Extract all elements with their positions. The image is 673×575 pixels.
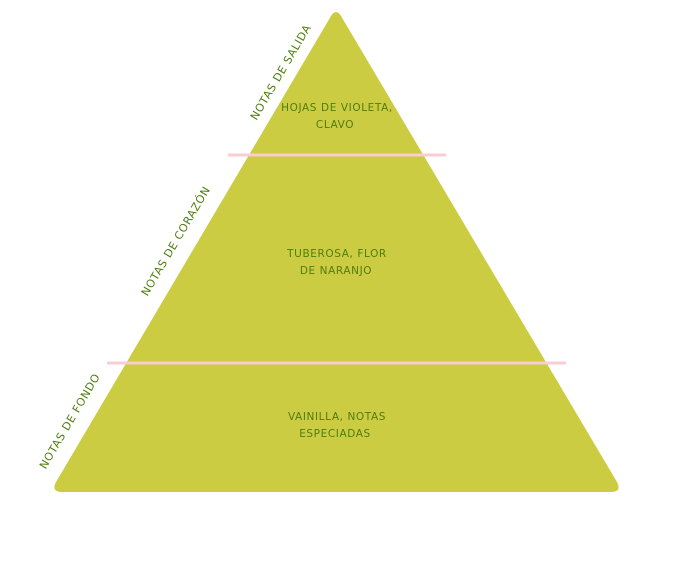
tier-top-line2: CLAVO xyxy=(316,119,354,131)
tier-middle-line1: TUBEROSA, FLOR xyxy=(286,248,387,260)
tier-bottom-line2: ESPECIADAS xyxy=(299,428,371,440)
tier-bottom-line1: VAINILLA, NOTAS xyxy=(288,411,386,423)
tier-top-notes: HOJAS DE VIOLETA, CLAVO xyxy=(281,102,393,131)
pyramid-shape xyxy=(54,12,619,492)
tier-middle-notes: TUBEROSA, FLOR DE NARANJO xyxy=(286,248,387,277)
tier-middle-line2: DE NARANJO xyxy=(300,265,372,277)
tier-bottom-notes: VAINILLA, NOTAS ESPECIADAS xyxy=(288,411,386,440)
tier-top-line1: HOJAS DE VIOLETA, xyxy=(281,102,393,114)
